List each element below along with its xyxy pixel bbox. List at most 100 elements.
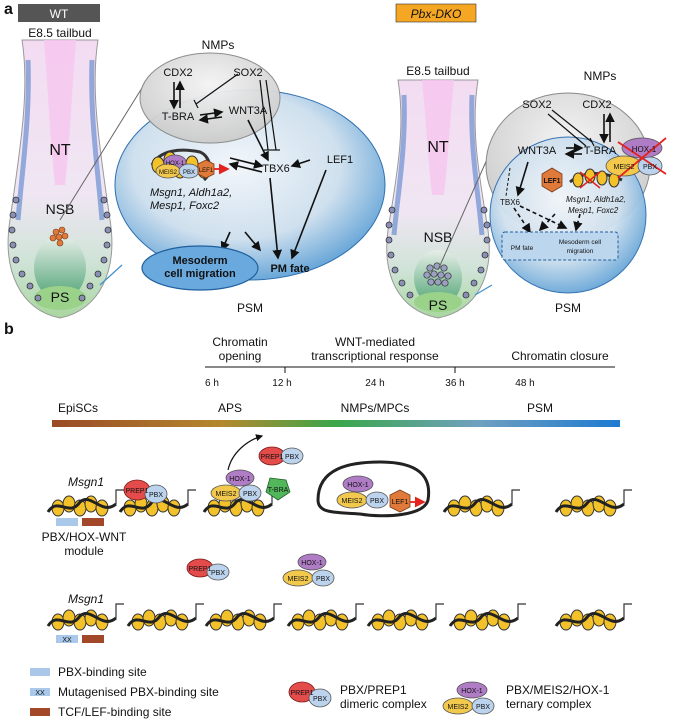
dko-ps-label: PS — [429, 297, 448, 313]
legend-tcf-swatch — [30, 708, 50, 716]
dko-hox1-label: HOX-1 — [632, 145, 657, 154]
legend-pbx-protein — [308, 688, 332, 708]
wt-inhibition-lines — [193, 73, 280, 151]
dko-pbx-label: PBX — [643, 164, 657, 171]
dna-fibre — [442, 498, 513, 513]
wt-nsb-label: NSB — [46, 201, 75, 217]
legend-hox1-protein — [456, 681, 488, 699]
nucleosome — [570, 495, 584, 513]
dko-nt-label: NT — [427, 139, 449, 156]
wt-psm-label: PSM — [237, 301, 263, 315]
dko-lef1-label: LEF1 — [543, 178, 560, 185]
dko-cross-line — [617, 137, 667, 179]
legend-mut-swatch-label: XX — [35, 690, 45, 697]
row1-loop-pbx-label: PBX — [370, 498, 384, 505]
stage-label: EpiSCs — [58, 401, 98, 415]
row1-loop-pbx — [365, 491, 389, 509]
dna-fibre — [46, 498, 117, 513]
dna-fibre — [448, 612, 519, 627]
phase-opening-line1: Chromatin — [212, 335, 267, 349]
row1-pbx-label: PBX — [149, 492, 163, 499]
row1-release-arrow — [227, 434, 264, 471]
stage-label: PSM — [527, 401, 553, 415]
dko-zoom-line — [474, 284, 493, 296]
chromatin-unit — [554, 489, 632, 517]
module-line1: PBX/HOX-WNT — [42, 530, 127, 544]
legend-pbx-swatch — [30, 668, 50, 676]
panel-b-label: b — [4, 321, 14, 338]
panel-a-label: a — [4, 1, 13, 18]
dko-migration-line1: Mesoderm cell — [559, 239, 602, 246]
wt-pbx-protein: PBX — [183, 170, 195, 176]
stage-gradient-bar — [52, 420, 620, 427]
tss-marker — [623, 603, 632, 618]
wt-targets-line2: Mesp1, Foxc2 — [150, 200, 219, 212]
tss-marker — [195, 603, 204, 618]
row1-pbx-site — [56, 518, 78, 526]
row1-pbx-label: PBX — [243, 491, 257, 498]
dna-fibre — [204, 612, 275, 627]
wt-zoom-line — [59, 74, 151, 221]
wt-migration-line1: Mesoderm — [172, 255, 227, 267]
row2-gene-label: Msgn1 — [68, 592, 104, 606]
dko-psm-label: PSM — [555, 301, 581, 315]
wt-regulatory-arrows — [169, 80, 327, 260]
tss-marker — [517, 603, 526, 618]
wt-chromatin-row — [46, 489, 632, 517]
row2-pbx-label: PBX — [316, 576, 330, 583]
row1-prep1-label: PREP1 — [126, 488, 149, 495]
dko-lef1-hexagon — [541, 167, 563, 193]
dko-dashed-arrows — [513, 205, 583, 234]
legend-dimer-line2: dimeric complex — [340, 697, 427, 711]
tss-marker — [435, 603, 444, 618]
row1-meis2-label: MEIS2 — [215, 491, 236, 498]
row2-meis2-label: MEIS2 — [287, 576, 308, 583]
legend-prep1-label: PREP1 — [291, 690, 314, 697]
row2-prep1-label: PREP1 — [189, 566, 212, 573]
tss-marker — [187, 489, 196, 504]
dko-nsb-label: NSB — [424, 229, 453, 245]
wt-pm-fate: PM fate — [270, 263, 309, 275]
dko-cdx2: CDX2 — [582, 99, 611, 111]
row2-hox1-label: HOX-1 — [301, 560, 323, 567]
legend-dimer-line1: PBX/PREP1 — [340, 683, 407, 697]
wt-tbx6: TBX6 — [262, 163, 290, 175]
tss-marker — [511, 489, 520, 504]
dko-tbx6: TBX6 — [500, 198, 521, 207]
timepoint: 24 h — [365, 378, 384, 389]
row2-pbx-protein — [311, 569, 335, 587]
wt-migration-oval — [141, 245, 259, 291]
dko-chromatin — [569, 165, 628, 189]
tss-marker — [115, 603, 124, 618]
row1-loop-hox1-label: HOX-1 — [347, 482, 369, 489]
dko-inhibition-lines — [547, 109, 595, 147]
wt-ps-label: PS — [51, 289, 70, 305]
row2-mut-site-label: XX — [62, 637, 72, 644]
row1-tbra-protein — [265, 477, 291, 501]
wt-nmps-title: NMPs — [202, 38, 235, 52]
tss-marker — [623, 489, 632, 504]
tss-marker — [115, 489, 124, 504]
tss-marker — [273, 603, 282, 618]
nucleosome — [142, 609, 156, 627]
wt-lef1-protein: LEF1 — [199, 168, 214, 174]
nucleosome — [302, 609, 316, 627]
row1-loop-lef1 — [389, 489, 411, 513]
nucleosome — [458, 495, 472, 513]
dko-wnt3a: WNT3A — [518, 145, 557, 157]
phase-closure: Chromatin closure — [511, 349, 609, 363]
module-line2: module — [64, 544, 104, 558]
phase-wnt-line1: WNT-mediated — [335, 335, 415, 349]
legend-pbx-label: PBX — [476, 704, 490, 711]
dko-migration-line2: migration — [567, 248, 594, 255]
legend-pbx-label: PBX — [313, 696, 327, 703]
wt-meis2-protein: MEIS2 — [159, 170, 178, 176]
legend-pbx-protein — [471, 697, 495, 715]
stage-label: NMPs/MPCs — [341, 401, 410, 415]
dko-tailbud — [385, 79, 491, 319]
timepoint: 12 h — [272, 378, 291, 389]
chromatin-unit — [286, 603, 364, 631]
legend-mut-site: Mutagenised PBX-binding site — [58, 685, 219, 699]
dko-tailbud-title: E8.5 tailbud — [406, 64, 469, 78]
